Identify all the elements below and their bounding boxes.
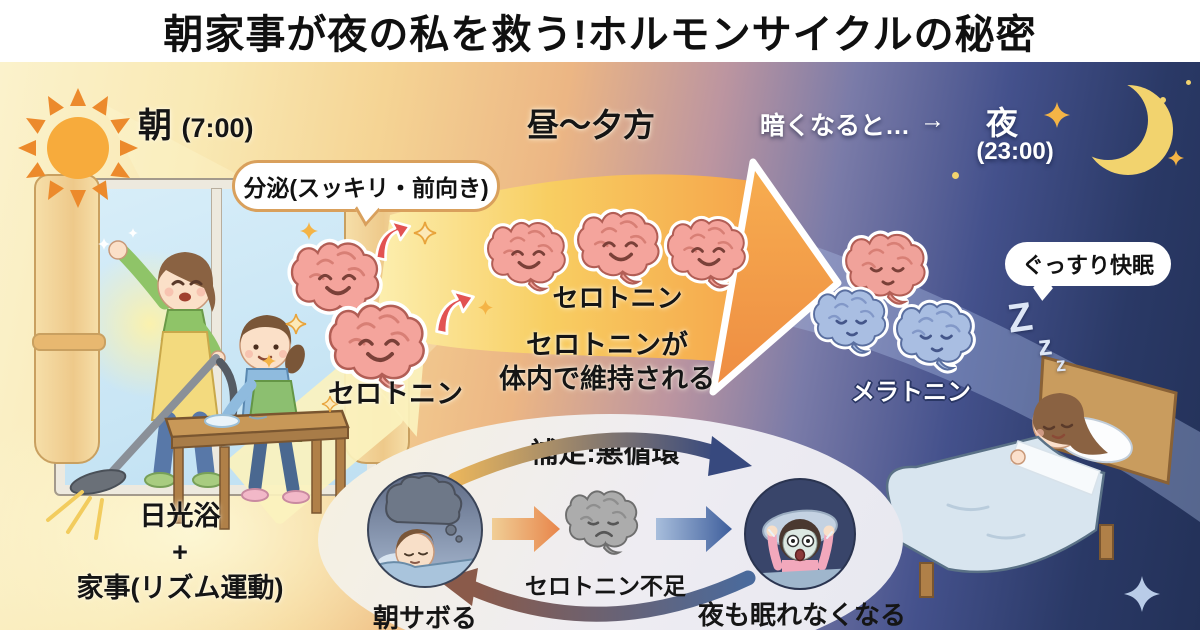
sleep-speech-bubble: ぐっすり快眠 [1005,242,1171,286]
page-title: 朝家事が夜の私を救う!ホルモンサイクルの秘密 [163,13,1037,57]
cycle-arrows [438,432,756,622]
table [164,409,350,530]
activity-line3: 家事(リズム運動) [76,573,284,603]
activity-caption: 日光浴 + 家事(リズム運動) [35,498,325,606]
sparkle-icon [478,300,493,315]
right-arrow-icon: → [920,106,946,134]
cycle-arrow-bottom [464,570,756,622]
activity-line2: + [172,537,188,567]
skip-morning-label: 朝サボる [372,603,477,630]
curtain-left [32,174,106,464]
scene: 朝 (7:00) 昼〜夕方 暗くなると… → 夜 (23:00) [0,62,1200,630]
hormone-flow-arrow [375,158,842,396]
sleeping-person-bed-illustration [885,355,1178,598]
skip-morning-illustration [367,472,483,588]
serotonin-brain-icon [578,208,664,287]
night-label: 夜 [985,105,1018,141]
star-dot [952,172,959,179]
title-bar: 朝家事が夜の私を救う!ホルモンサイクルの秘密 [0,0,1200,62]
sun-icon [18,88,138,208]
morning-time: (7:00) [181,113,254,143]
sleepless-label: 夜も眠れなくなる [697,600,906,630]
maintained-line2: 体内で維持される [499,364,715,394]
secretion-speech-bubble: 分泌(スッキリ・前向き) [232,160,500,212]
sparkle-white-icon [98,238,110,250]
getting-dark-label: 暗くなると… → [760,106,945,142]
midday-label: 昼〜夕方 [526,107,655,143]
sparkle-icon [413,221,437,245]
serotonin-deficiency-label: セロトニン不足 [525,573,686,599]
melatonin-label: メラトニン [851,379,971,406]
sparkle-icon [285,313,307,335]
serotonin-maintained-caption: セロトニンが 体内で維持される [462,328,752,396]
maintained-line1: セロトニンが [526,330,688,360]
morning-label: 朝 [138,107,172,145]
sparkle-icon [300,222,318,240]
getting-dark-text: 暗くなると… [760,112,911,140]
sleepless-night-illustration [744,478,856,590]
window-mullion [212,189,221,485]
night-time: (23:00) [976,138,1054,165]
sparkle-white-icon [128,228,138,238]
cycle-arrow-mid-left [492,506,560,552]
star-dot [1160,97,1166,103]
star-icon [1168,150,1184,166]
serotonin-label-band: セロトニン [552,283,683,313]
moon-icon [1083,85,1173,175]
star-icon [1044,102,1070,128]
zzz-z3: z [1055,353,1067,377]
secretion-bubble-text: 分泌(スッキリ・前向き) [243,175,489,201]
star-dot [1186,80,1191,85]
up-arrow-icon [374,219,412,262]
sleep-bubble-text: ぐっすり快眠 [1021,253,1154,278]
serotonin-deficiency-brain-icon [564,490,639,556]
sparkle-icon [262,354,276,368]
cycle-arrow-top [447,432,726,488]
cycle-arrow-mid-right [656,506,732,552]
timeline-morning: 朝 (7:00) [138,98,253,147]
serotonin-label-left: セロトニン [328,379,463,409]
activity-line1: 日光浴 [139,501,221,531]
